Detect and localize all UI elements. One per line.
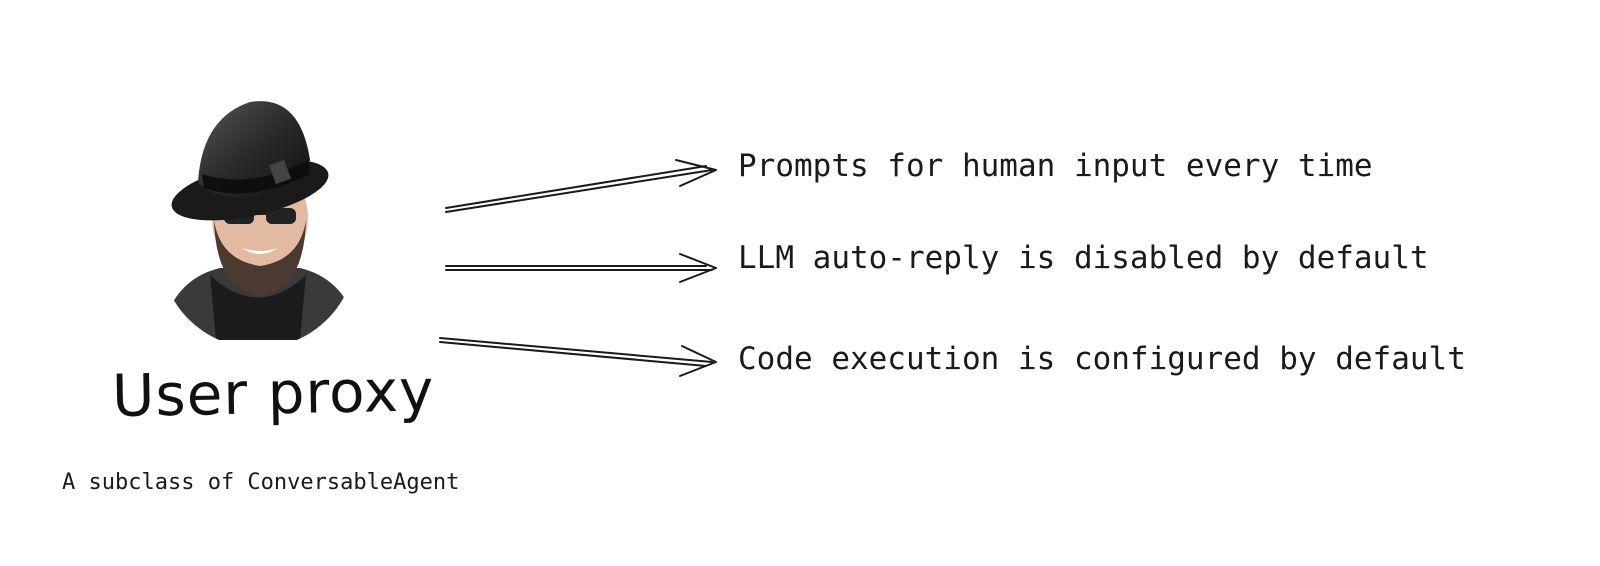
user-proxy-avatar (150, 90, 370, 350)
agent-subtitle: A subclass of ConversableAgent (62, 470, 460, 495)
arrow-to-feature-2 (445, 253, 717, 283)
feature-human-input: Prompts for human input every time (738, 148, 1373, 184)
arrow-to-feature-3 (439, 337, 717, 377)
person-with-fedora-icon (160, 101, 356, 348)
feature-code-execution: Code execution is configured by default (738, 341, 1466, 377)
arrow-to-feature-1 (445, 159, 717, 213)
feature-llm-auto-reply: LLM auto-reply is disabled by default (738, 240, 1429, 276)
agent-title: User proxy (111, 356, 435, 430)
